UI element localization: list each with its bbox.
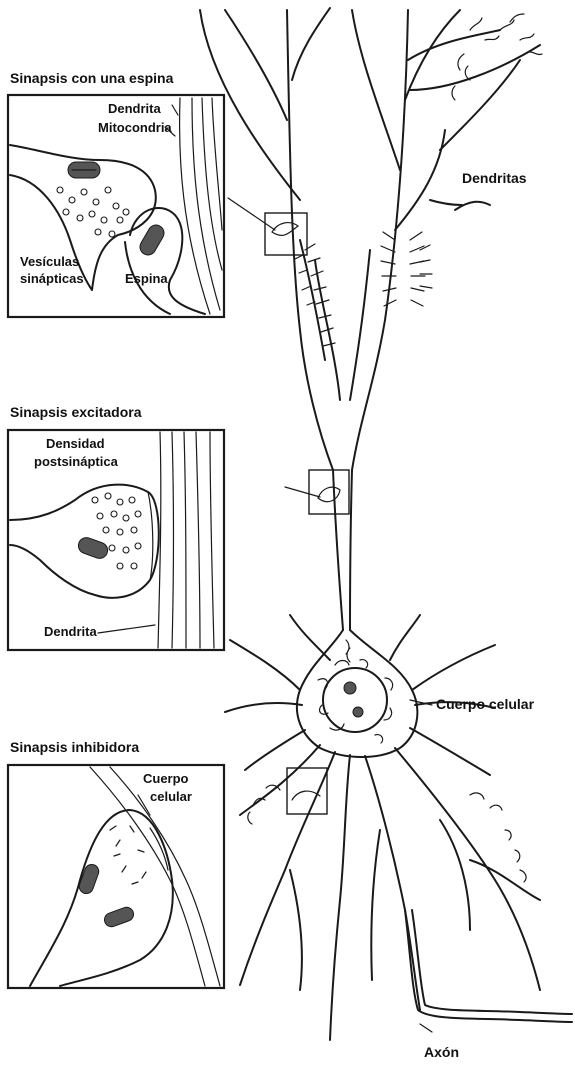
synapse-excitatory-title: Sinapsis excitadora xyxy=(10,405,142,420)
postsynaptic-density-label-line2: postsináptica xyxy=(34,455,118,469)
basal-dendrites-and-axon xyxy=(240,745,572,1040)
dendrite-label-2: Dendrita xyxy=(44,625,97,639)
cell-body-label: Cuerpo celular xyxy=(436,697,534,712)
mitochondria-label: Mitocondria xyxy=(98,121,172,135)
synapse-spine-title: Sinapsis con una espina xyxy=(10,71,173,86)
dendrites-label: Dendritas xyxy=(462,171,527,186)
axon-label: Axón xyxy=(424,1045,459,1060)
dendrite-label-1: Dendrita xyxy=(108,102,161,116)
inset-cell-body-label-line1: Cuerpo xyxy=(143,772,189,786)
synapse-inhibitory-title: Sinapsis inhibidora xyxy=(10,740,139,755)
spine-label: Espina xyxy=(125,272,168,286)
postsynaptic-density-label-line1: Densidad xyxy=(46,437,105,451)
vesicles-label-line1: Vesículas xyxy=(20,255,79,269)
cell-body xyxy=(225,615,495,775)
apical-dendrite-tree xyxy=(200,8,542,630)
vesicles-label-line2: sinápticas xyxy=(20,272,84,286)
inset-cell-body-label-line2: celular xyxy=(150,790,192,804)
